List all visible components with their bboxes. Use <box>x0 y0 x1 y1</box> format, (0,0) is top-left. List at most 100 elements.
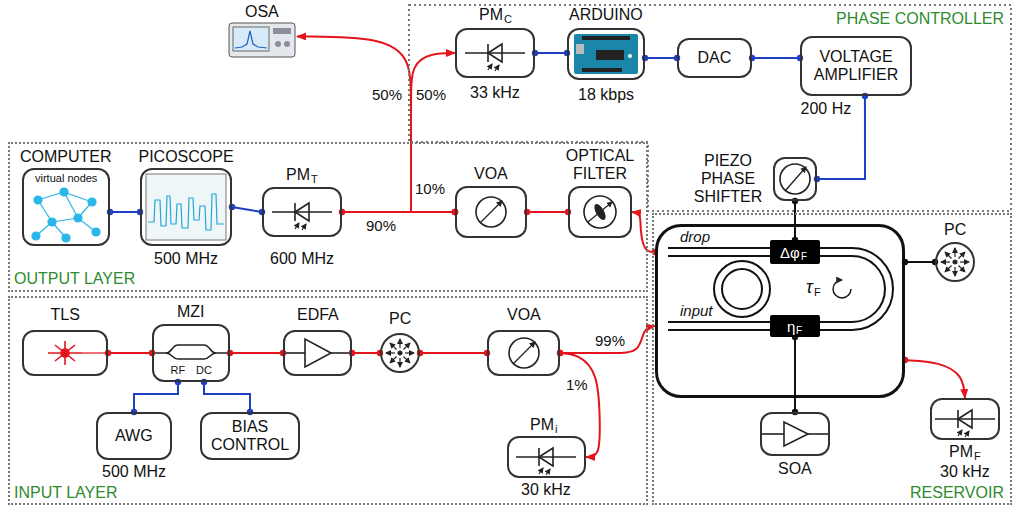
amplifier-symbol <box>331 352 350 354</box>
port-dot <box>642 55 648 61</box>
photodetector-box: PMF30 kHz <box>930 398 1000 440</box>
arduino-board <box>628 54 632 58</box>
region-title: PHASE CONTROLLER <box>836 10 1004 28</box>
input-layer-region: TLSMZIRFDCEDFAPCVOAAWG500 MHzBIAS CONTRO… <box>8 296 648 505</box>
port-dot <box>557 350 563 356</box>
region-title: OUTPUT LAYER <box>14 270 135 288</box>
label-text: 500 MHz <box>154 250 218 268</box>
computer-box: COMPUTERvirtual nodes <box>22 168 110 246</box>
osa-instrument <box>275 41 281 47</box>
osa-instrument: OSA <box>227 22 297 58</box>
network-graph <box>32 232 40 240</box>
label-text: 600 MHz <box>270 250 334 268</box>
piezo-symbol <box>785 167 806 191</box>
microcontroller-box: ARDUINO18 kbps <box>567 28 645 80</box>
arduino-board <box>574 34 638 74</box>
label-text: DAC <box>698 49 732 67</box>
port-label: DC <box>196 364 212 377</box>
attenuator-symbol <box>509 338 539 368</box>
port-label: RF <box>171 364 186 377</box>
optical-fiber <box>230 352 283 354</box>
network-graph <box>92 228 100 236</box>
label-text: PICOSCOPE <box>139 148 234 166</box>
amplifier-symbol <box>285 352 305 354</box>
osa-instrument <box>229 23 295 57</box>
arduino-board <box>582 68 622 72</box>
label-text: 500 MHz <box>102 463 166 481</box>
electrical-wire <box>110 211 140 213</box>
network-graph <box>62 234 70 242</box>
attenuator-box: VOA <box>487 330 560 376</box>
amplifier-symbol <box>305 339 331 367</box>
network-graph <box>74 214 82 222</box>
osa-instrument <box>284 41 290 47</box>
label-text: Δφ <box>780 244 800 261</box>
port-dot <box>105 350 111 356</box>
label-text: VOA <box>507 306 541 324</box>
label-text: 30 kHz <box>940 463 990 481</box>
interferometer-symbol <box>154 345 228 359</box>
electrical-wire <box>232 207 262 212</box>
output-layer-region: COMPUTERvirtual nodesPICOSCOPE500 MHzPMT… <box>8 142 648 292</box>
label-text: 18 kbps <box>578 86 634 104</box>
label-text: COMPUTER <box>20 148 112 166</box>
subscript-text: F <box>796 325 802 337</box>
feedback-cavity <box>718 265 766 313</box>
region-title: RESERVOIR <box>910 484 1004 502</box>
port-dot <box>749 55 755 61</box>
electrical-wire <box>535 52 567 54</box>
oscilloscope-screen <box>148 194 224 230</box>
label-text: 30 kHz <box>521 481 571 499</box>
laser-symbol <box>55 345 75 361</box>
optical-fiber <box>352 352 380 354</box>
label-text: PM <box>949 443 973 461</box>
port-dot <box>417 350 423 356</box>
network-graph <box>34 196 42 204</box>
port-dot <box>349 350 355 356</box>
port-dot <box>814 176 820 182</box>
split-ratio-label: 50% <box>416 86 446 103</box>
label-text: PC <box>389 310 411 328</box>
arduino-board <box>596 50 624 60</box>
label-text: PM <box>530 416 554 434</box>
optical-fiber <box>420 352 487 354</box>
label-text: τ <box>806 277 813 298</box>
amplifier-symbol <box>762 433 784 435</box>
port-dot <box>862 93 868 99</box>
split-ratio-label: 50% <box>372 86 402 103</box>
photodetector-box: PMi30 kHz <box>507 436 586 478</box>
port-dot <box>792 198 798 204</box>
label-text: BIAS CONTROL <box>204 418 296 455</box>
label-text: PIEZO PHASE SHIFTER <box>691 152 765 207</box>
optical-filter-box: OPTICAL FILTER <box>568 186 632 238</box>
photodiode-symbol <box>272 203 332 230</box>
label-text: TLS <box>51 306 80 324</box>
optical-fiber <box>527 211 568 213</box>
attenuator-box: VOA <box>455 186 527 238</box>
label-text: MZI <box>177 303 205 321</box>
laser-symbol <box>48 341 106 365</box>
converter-box: DAC <box>677 38 752 78</box>
port-dot <box>229 204 235 210</box>
optical-fiber <box>411 53 455 212</box>
network-graph <box>88 198 96 206</box>
optical-fiber <box>560 326 655 353</box>
electrical-wire <box>204 382 250 412</box>
electrical-wire <box>645 57 677 59</box>
polarization-controller: PC <box>380 333 420 373</box>
osa-instrument <box>235 31 267 48</box>
photodetector-box: PMC33 kHz <box>455 28 535 78</box>
feedback-cavity <box>833 280 851 298</box>
control-link <box>794 201 796 240</box>
subscript-text: i <box>555 423 557 436</box>
label-text: PM <box>286 166 310 184</box>
arduino-board <box>582 36 630 40</box>
laser-symbol <box>61 349 69 357</box>
label-text: input <box>680 302 713 319</box>
osa-instrument <box>229 23 295 57</box>
oscilloscope-screen <box>146 174 226 240</box>
split-ratio-label: 10% <box>415 180 445 197</box>
polarization-controller: PC <box>935 242 975 282</box>
label-text: virtual nodes <box>35 172 97 185</box>
subscript-text: T <box>311 173 318 186</box>
